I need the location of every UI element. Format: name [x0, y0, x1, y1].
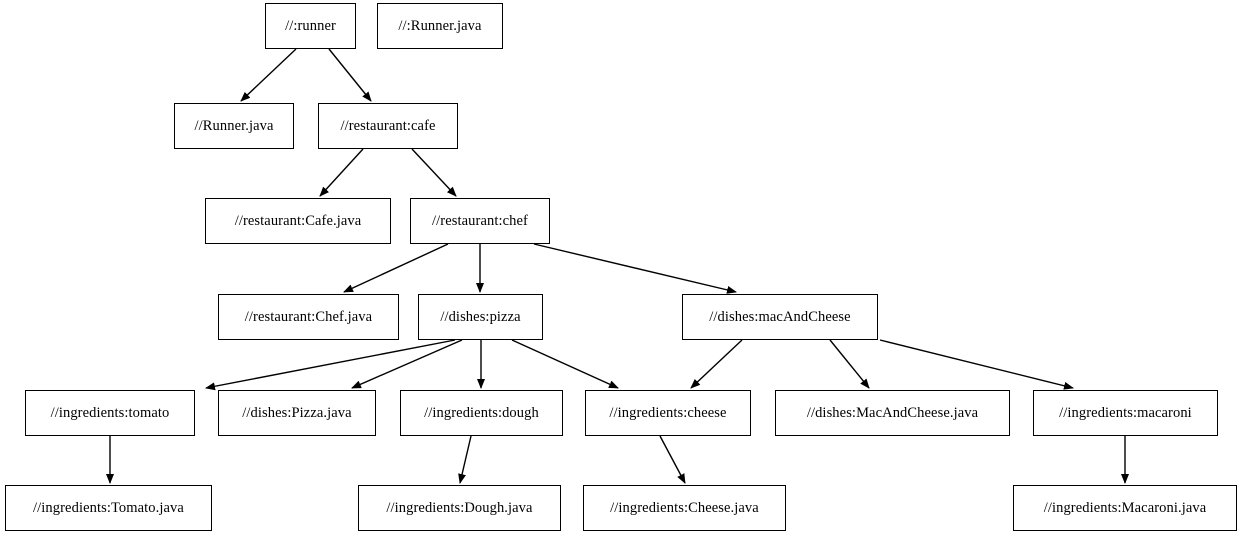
- graph-node-label: //ingredients:Dough.java: [386, 499, 533, 516]
- graph-node-label: //:Runner.java: [398, 17, 482, 34]
- graph-node-macandcheese[interactable]: //dishes:macAndCheese: [682, 294, 878, 340]
- graph-node-label: //Runner.java: [194, 117, 274, 134]
- graph-node-cheese[interactable]: //ingredients:cheese: [585, 390, 751, 436]
- graph-node-runner[interactable]: //:runner: [265, 3, 356, 49]
- graph-node-tomato_java[interactable]: //ingredients:Tomato.java: [5, 485, 212, 531]
- graph-node-chef[interactable]: //restaurant:chef: [410, 198, 550, 244]
- graph-node-macandcheese_java[interactable]: //dishes:MacAndCheese.java: [775, 390, 1010, 436]
- graph-node-cafe[interactable]: //restaurant:cafe: [318, 103, 458, 149]
- graph-node-label: //dishes:MacAndCheese.java: [806, 404, 979, 421]
- graph-node-label: //restaurant:Chef.java: [244, 308, 373, 325]
- graph-node-label: //dishes:pizza: [440, 308, 521, 325]
- graph-node-tomato[interactable]: //ingredients:tomato: [25, 390, 195, 436]
- graph-node-runner_java_root[interactable]: //:Runner.java: [377, 3, 503, 49]
- graph-node-cheese_java[interactable]: //ingredients:Cheese.java: [583, 485, 786, 531]
- graph-node-macaroni[interactable]: //ingredients:macaroni: [1033, 390, 1218, 436]
- graph-node-label: //ingredients:Cheese.java: [610, 499, 759, 516]
- graph-node-cafe_java[interactable]: //restaurant:Cafe.java: [205, 198, 391, 244]
- graph-node-label: //ingredients:macaroni: [1059, 404, 1192, 421]
- graph-node-label: //ingredients:Macaroni.java: [1043, 499, 1207, 516]
- graph-node-pizza[interactable]: //dishes:pizza: [418, 294, 543, 340]
- graph-node-label: //ingredients:Tomato.java: [33, 499, 184, 516]
- graph-node-macaroni_java[interactable]: //ingredients:Macaroni.java: [1013, 485, 1237, 531]
- graph-node-label: //restaurant:chef: [432, 212, 528, 229]
- graph-node-label: //ingredients:tomato: [50, 404, 170, 421]
- graph-node-dough_java[interactable]: //ingredients:Dough.java: [358, 485, 561, 531]
- graph-node-label: //:runner: [285, 17, 336, 34]
- graph-node-dough[interactable]: //ingredients:dough: [400, 390, 563, 436]
- graph-node-label: //restaurant:cafe: [340, 117, 436, 134]
- graph-node-chef_java[interactable]: //restaurant:Chef.java: [218, 294, 399, 340]
- graph-node-pizza_java[interactable]: //dishes:Pizza.java: [218, 390, 376, 436]
- graph-node-label: //ingredients:dough: [424, 404, 539, 421]
- graph-node-label: //ingredients:cheese: [609, 404, 727, 421]
- graph-node-label: //dishes:Pizza.java: [242, 404, 352, 421]
- graph-node-runner_java[interactable]: //Runner.java: [174, 103, 294, 149]
- graph-node-label: //restaurant:Cafe.java: [234, 212, 362, 229]
- graph-node-label: //dishes:macAndCheese: [709, 308, 851, 325]
